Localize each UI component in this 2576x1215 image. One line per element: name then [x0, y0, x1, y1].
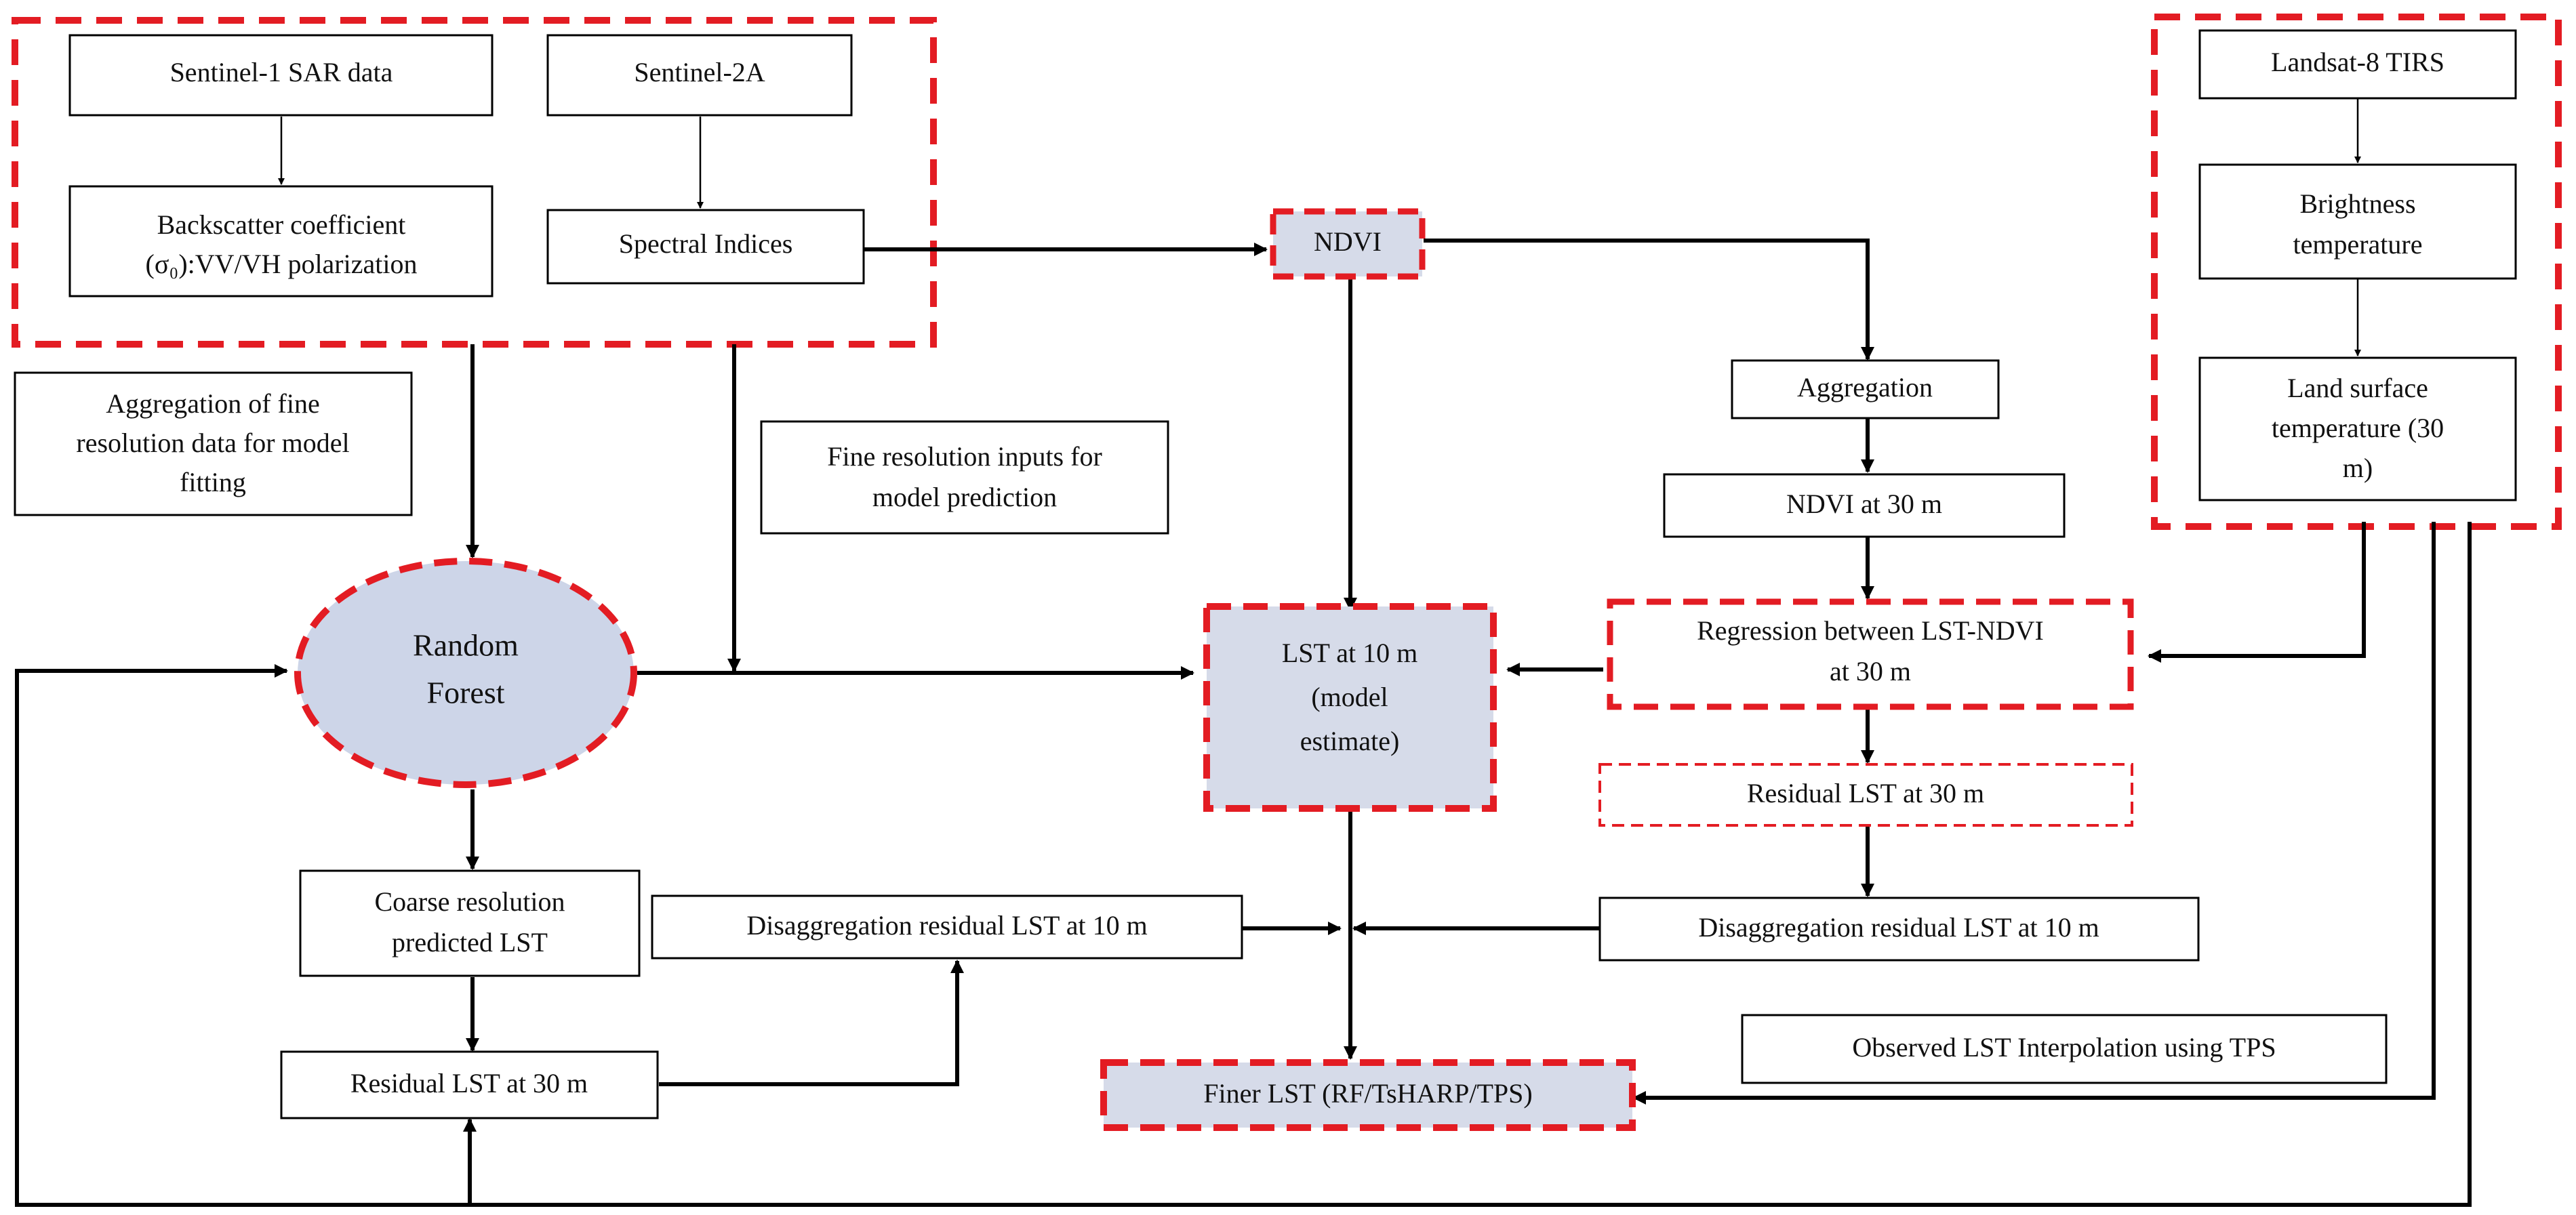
node-sentinel1-label: Sentinel-1 SAR data — [170, 57, 393, 87]
node-residual-30m-left: Residual LST at 30 m — [280, 1050, 659, 1119]
node-disagg-left-label: Disaggregation residual LST at 10 m — [746, 910, 1147, 941]
node-lst10-line3: estimate) — [1300, 726, 1400, 756]
node-brightness-line1: Brightness — [2299, 188, 2415, 219]
node-finer-lst-label: Finer LST (RF/TsHARP/TPS) — [1203, 1078, 1532, 1109]
node-residual30-left-label: Residual LST at 30 m — [350, 1068, 588, 1098]
node-disagg-right: Disaggregation residual LST at 10 m — [1598, 897, 2200, 962]
node-lst30-line2: temperature (30 — [2272, 413, 2444, 443]
node-backscatter-line2: (σ₀):VV/VH polarization — [146, 249, 418, 279]
node-lst-30m-landsat: Land surface temperature (30 m) — [2198, 356, 2517, 501]
node-ndvi: NDVI — [1270, 208, 1426, 280]
node-landsat-label: Landsat-8 TIRS — [2271, 47, 2444, 77]
node-fine-inputs-line2: model prediction — [872, 482, 1057, 512]
node-regression: Regression between LST-NDVI at 30 m — [1607, 598, 2134, 710]
landsat-group-frame — [2151, 14, 2562, 530]
node-lst30-line1: Land surface — [2287, 373, 2428, 403]
node-lst30-line3: m) — [2343, 453, 2373, 483]
node-sentinel1: Sentinel-1 SAR data — [68, 34, 494, 117]
node-spectral-label: Spectral Indices — [619, 228, 793, 259]
node-lst10-line1: LST at 10 m — [1282, 638, 1417, 668]
node-residual30-right-label: Residual LST at 30 m — [1747, 778, 1984, 808]
node-finer-lst: Finer LST (RF/TsHARP/TPS) — [1100, 1059, 1636, 1131]
node-regression-line2: at 30 m — [1830, 656, 1911, 686]
node-ndvi-label: NDVI — [1314, 226, 1382, 257]
node-disagg-left: Disaggregation residual LST at 10 m — [651, 894, 1243, 960]
node-spectral-indices: Spectral Indices — [546, 209, 865, 285]
node-ndvi30-label: NDVI at 30 m — [1786, 489, 1942, 519]
node-observed-tps-label: Observed LST Interpolation using TPS — [1852, 1032, 2276, 1063]
node-agg-fine-line2: resolution data for model — [76, 428, 349, 458]
sentinel-group-frame — [12, 17, 937, 348]
node-random-forest: Random Forest — [294, 558, 637, 788]
node-lst-10m-estimate: LST at 10 m (model estimate) — [1203, 603, 1497, 812]
node-coarse-predicted: Coarse resolution predicted LST — [299, 869, 641, 977]
node-brightness-line2: temperature — [2293, 229, 2423, 260]
node-landsat: Landsat-8 TIRS — [2198, 29, 2517, 100]
node-coarse-line1: Coarse resolution — [374, 886, 565, 917]
node-disagg-right-label: Disaggregation residual LST at 10 m — [1698, 912, 2099, 943]
node-coarse-line2: predicted LST — [392, 927, 548, 957]
node-random-forest-line1: Random — [413, 628, 519, 663]
node-observed-tps: Observed LST Interpolation using TPS — [1741, 1014, 2388, 1084]
node-random-forest-line2: Forest — [427, 676, 505, 710]
node-agg-fine-line1: Aggregation of fine — [106, 388, 319, 419]
node-regression-line1: Regression between LST-NDVI — [1697, 615, 2044, 646]
node-aggregation: Aggregation — [1731, 359, 2000, 419]
node-ndvi-30m: NDVI at 30 m — [1663, 473, 2066, 538]
node-fine-inputs-line1: Fine resolution inputs for — [827, 441, 1102, 472]
connectors — [15, 98, 2472, 1207]
node-brightness: Brightness temperature — [2198, 163, 2517, 280]
node-residual-30m-right: Residual LST at 30 m — [1598, 763, 2133, 827]
node-sentinel2-label: Sentinel-2A — [634, 57, 765, 87]
node-backscatter: Backscatter coefficient (σ₀):VV/VH polar… — [68, 185, 494, 297]
node-lst10-line2: (model — [1311, 682, 1388, 712]
node-fine-inputs: Fine resolution inputs for model predict… — [760, 420, 1169, 535]
node-aggregation-label: Aggregation — [1797, 372, 1933, 403]
node-agg-fine-line3: fitting — [180, 467, 246, 497]
node-backscatter-line1: Backscatter coefficient — [157, 209, 406, 240]
node-aggregation-fine: Aggregation of fine resolution data for … — [14, 371, 413, 516]
node-sentinel2: Sentinel-2A — [546, 34, 853, 117]
